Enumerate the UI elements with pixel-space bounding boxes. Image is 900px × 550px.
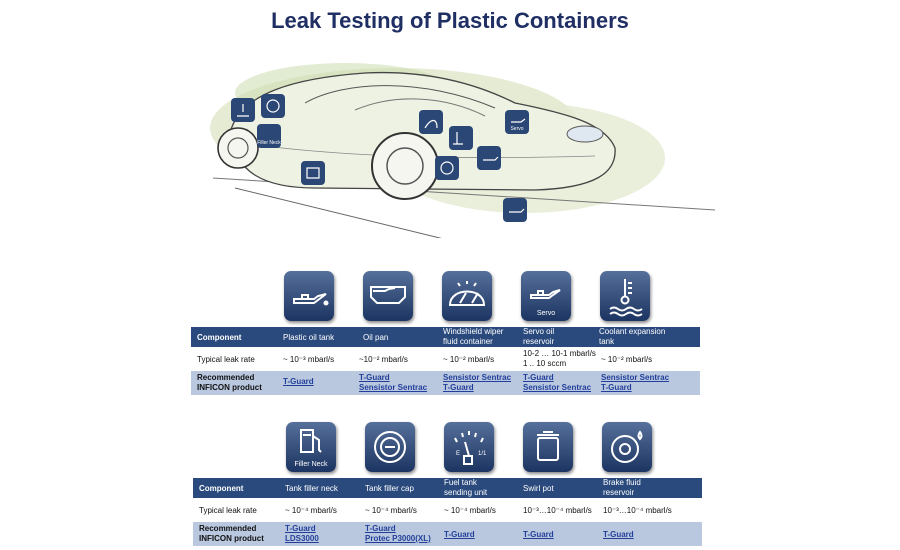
- product-cell: T-Guard: [603, 530, 634, 540]
- product-link-t-guard[interactable]: T-Guard: [443, 383, 474, 392]
- component-label: Component: [199, 484, 244, 493]
- leak-rate-value: ~ 10⁻⁴ mbarl/s: [444, 506, 496, 515]
- product-cell: T-Guard: [523, 530, 554, 540]
- oil-pan-icon: [363, 271, 413, 321]
- product-link-t-guard[interactable]: T-Guard: [359, 373, 390, 382]
- component-name: Tank filler cap: [365, 484, 414, 493]
- page-title: Leak Testing of Plastic Containers: [271, 8, 629, 33]
- component-name: Fuel tank sending unit: [444, 478, 488, 497]
- leak-rate-value: ~ 10⁻⁴ mbarl/s: [365, 506, 417, 515]
- product-cell: T-Guard Sensistor Sentrac: [359, 373, 427, 393]
- product-label: Recommended INFICON product: [197, 373, 262, 393]
- product-cell: Sensistor Sentrac T-Guard: [443, 373, 511, 393]
- fuel-gauge-icon: E 1/1: [444, 422, 494, 472]
- product-link-t-guard[interactable]: T-Guard: [365, 524, 396, 533]
- leak-rate-row-1: Typical leak rate ~ 10⁻³ mbarl/s ~10⁻² m…: [191, 347, 700, 371]
- leak-rate-value: 10⁻³…10⁻⁴ mbarl/s: [523, 506, 592, 515]
- fuel-pump-icon: Filler Neck: [286, 422, 336, 472]
- product-link-t-guard[interactable]: T-Guard: [285, 524, 316, 533]
- component-name: Servo oil reservoir: [523, 327, 555, 346]
- leak-table-2: Filler Neck E 1/1 Component Tank filler n…: [193, 422, 702, 546]
- swirl-pot-icon: [523, 422, 573, 472]
- filler-neck-icon-caption: Filler Neck: [294, 461, 328, 468]
- header-row-2: Component Tank filler neck Tank filler c…: [193, 478, 702, 498]
- leak-table-1: Servo Component Plastic oil tank Oil pan…: [191, 271, 700, 395]
- product-link-protec-p3000[interactable]: Protec P3000(XL): [365, 534, 431, 543]
- product-cell: T-Guard Sensistor Sentrac: [523, 373, 591, 393]
- icon-row-2: Filler Neck E 1/1: [193, 422, 702, 478]
- product-link-t-guard[interactable]: T-Guard: [444, 530, 475, 539]
- component-name: Tank filler neck: [285, 484, 338, 493]
- product-link-t-guard[interactable]: T-Guard: [283, 377, 314, 386]
- product-row-2: Recommended INFICON product T-Guard LDS3…: [193, 522, 702, 546]
- icon-row-1: Servo: [191, 271, 700, 327]
- product-cell: Sensistor Sentrac T-Guard: [601, 373, 669, 393]
- leak-rate-label: Typical leak rate: [197, 355, 255, 364]
- component-name: Oil pan: [363, 333, 389, 342]
- component-name: Windshield wiper fluid container: [443, 327, 504, 346]
- product-link-t-guard[interactable]: T-Guard: [523, 530, 554, 539]
- leak-rate-label: Typical leak rate: [199, 506, 257, 515]
- oil-can-icon: [284, 271, 334, 321]
- component-name: Brake fluid reservoir: [603, 478, 641, 497]
- leak-rate-value: ~ 10⁻³ mbarl/s: [283, 355, 335, 364]
- fuel-cap-icon: [365, 422, 415, 472]
- car-icon-caption-servo: Servo: [510, 126, 523, 132]
- leak-rate-value: ~ 10⁻² mbarl/s: [601, 355, 653, 364]
- car-icon-caption-filler: Filler Neck: [257, 140, 281, 146]
- product-link-t-guard[interactable]: T-Guard: [601, 383, 632, 392]
- product-link-sensistor-sentrac[interactable]: Sensistor Sentrac: [359, 383, 428, 392]
- component-name: Coolant expansion tank: [599, 327, 666, 346]
- leak-rate-value: 10-2 … 10-1 mbarl/s 1 .. 10 sccm: [523, 349, 596, 368]
- product-link-sensistor-sentrac[interactable]: Sensistor Sentrac: [523, 383, 592, 392]
- svg-text:1/1: 1/1: [478, 451, 487, 457]
- product-cell: T-Guard LDS3000: [285, 524, 319, 544]
- product-link-t-guard[interactable]: T-Guard: [523, 373, 554, 382]
- svg-text:E: E: [456, 451, 460, 457]
- brake-fluid-icon: [602, 422, 652, 472]
- leak-rate-value: ~ 10⁻⁴ mbarl/s: [285, 506, 337, 515]
- product-label-line: INFICON product: [197, 383, 262, 392]
- servo-icon-caption: Servo: [536, 310, 556, 317]
- leak-rate-value: ~ 10⁻² mbarl/s: [443, 355, 495, 364]
- product-cell: T-Guard Protec P3000(XL): [365, 524, 431, 544]
- product-link-lds3000[interactable]: LDS3000: [285, 534, 319, 543]
- leak-rate-value: ~10⁻² mbarl/s: [359, 355, 408, 364]
- product-link-t-guard[interactable]: T-Guard: [603, 530, 634, 539]
- product-label: Recommended INFICON product: [199, 524, 264, 544]
- component-name: Swirl pot: [523, 484, 554, 493]
- product-label-line: Recommended: [199, 524, 257, 533]
- component-name: Plastic oil tank: [283, 333, 335, 342]
- component-label: Component: [197, 333, 242, 342]
- leak-rate-row-2: Typical leak rate ~ 10⁻⁴ mbarl/s ~ 10⁻⁴ …: [193, 498, 702, 522]
- leak-rate-value: 10⁻³…10⁻⁴ mbarl/s: [603, 506, 672, 515]
- car-illustration: Filler Neck Servo: [210, 63, 716, 238]
- coolant-temperature-icon: [600, 271, 650, 321]
- servo-oil-icon: Servo: [521, 271, 571, 321]
- product-label-line: INFICON product: [199, 534, 264, 543]
- product-cell: T-Guard: [283, 377, 314, 387]
- product-label-line: Recommended: [197, 373, 255, 382]
- product-link-sensistor-sentrac[interactable]: Sensistor Sentrac: [443, 373, 512, 382]
- product-link-sensistor-sentrac[interactable]: Sensistor Sentrac: [601, 373, 670, 382]
- header-row-1: Component Plastic oil tank Oil pan Winds…: [191, 327, 700, 347]
- product-cell: T-Guard: [444, 530, 475, 540]
- windshield-wiper-icon: [442, 271, 492, 321]
- product-row-1: Recommended INFICON product T-Guard T-Gu…: [191, 371, 700, 395]
